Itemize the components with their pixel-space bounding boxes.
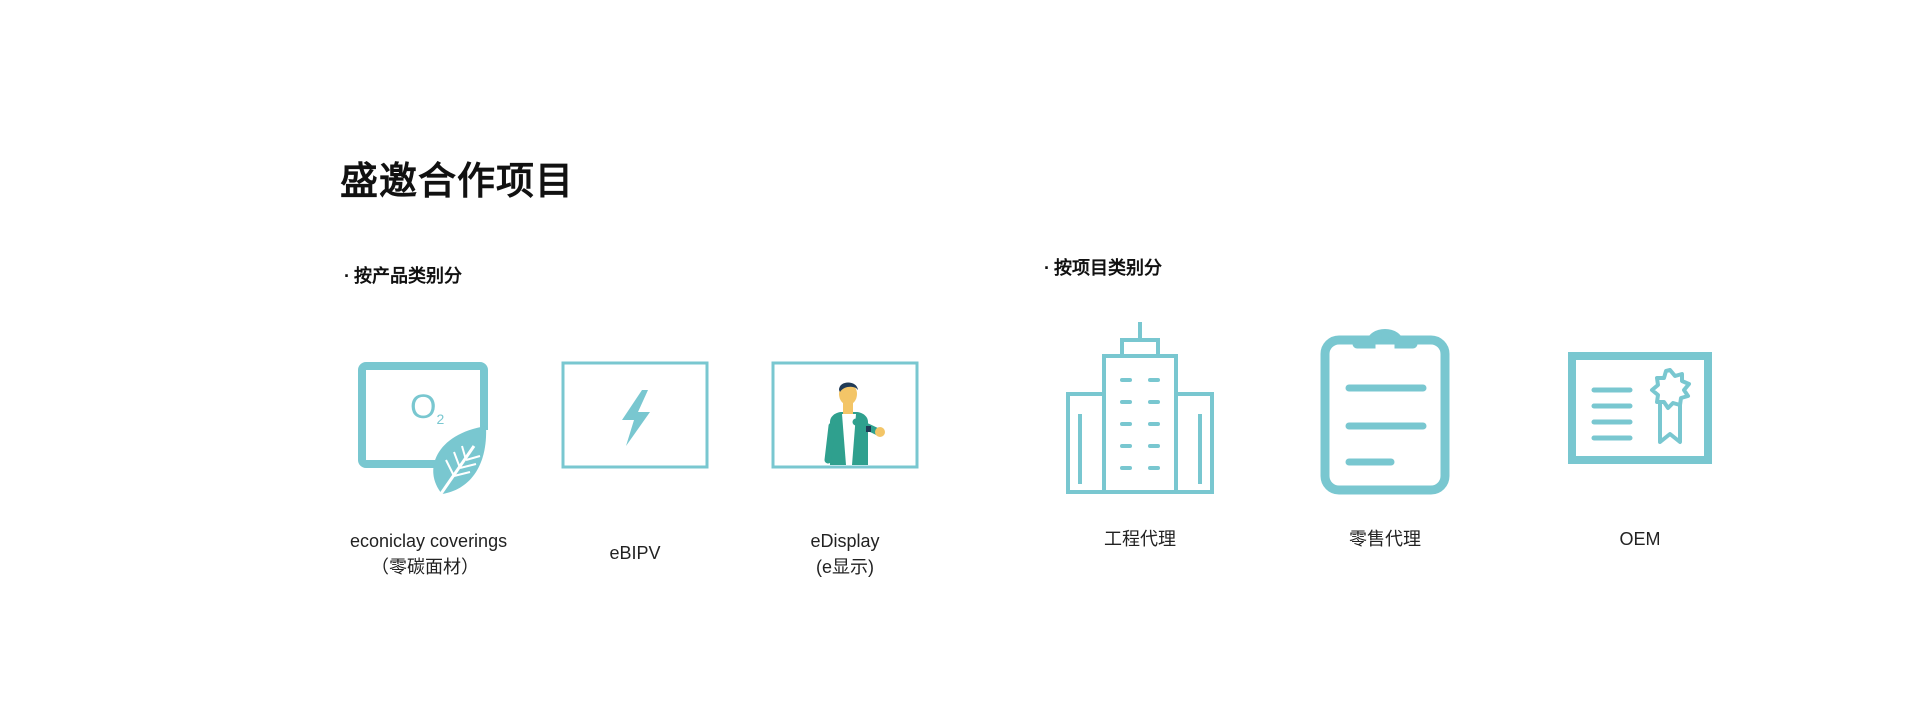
product-card-econiclay[interactable]: O2 econiclay coverings （零碳面材） [350, 360, 508, 590]
bullet-dot: · [1044, 258, 1050, 278]
person-screen-icon [771, 361, 919, 469]
lightning-bolt [622, 390, 650, 446]
section-heading-by-project-text: 按项目类别分 [1054, 258, 1162, 278]
project-label-oem: OEM [1619, 529, 1661, 549]
product-label-line2: （零碳面材） [371, 557, 479, 577]
building-icon [1066, 322, 1214, 494]
project-card-oem[interactable]: OEM [1560, 348, 1720, 558]
product-label-line1: econiclay coverings [350, 531, 508, 551]
project-card-retail[interactable]: 零售代理 [1305, 322, 1465, 558]
project-label-engineering: 工程代理 [1104, 529, 1176, 549]
clipboard-icon [1320, 329, 1450, 495]
project-card-engineering[interactable]: 工程代理 [1060, 318, 1220, 558]
product-label-edisplay: eDisplay (e显示) [770, 528, 920, 580]
product-label-econiclay: econiclay coverings （零碳面材） [350, 528, 508, 580]
section-heading-by-project: ·按项目类别分 [1044, 254, 1162, 280]
lightning-screen-icon [561, 361, 709, 469]
leaf-o2-screen-icon: O2 [358, 362, 488, 499]
product-card-edisplay[interactable]: eDisplay (e显示) [770, 360, 920, 590]
product-label-ebipv: eBIPV [560, 540, 710, 566]
section-heading-by-product-text: 按产品类别分 [354, 266, 462, 286]
bullet-dot: · [344, 266, 350, 286]
page-title: 盛邀合作项目 [340, 161, 575, 203]
leaf-shape [433, 426, 487, 494]
product-label-line2: (e显示) [816, 557, 874, 577]
product-label-line1: eDisplay [810, 531, 880, 551]
project-label-retail: 零售代理 [1349, 529, 1421, 549]
certificate-icon [1568, 352, 1712, 464]
o2-symbol: O2 [410, 388, 444, 427]
product-card-ebipv[interactable]: eBIPV [560, 360, 710, 590]
section-heading-by-product: ·按产品类别分 [344, 262, 462, 288]
product-label-line1: eBIPV [609, 543, 661, 563]
